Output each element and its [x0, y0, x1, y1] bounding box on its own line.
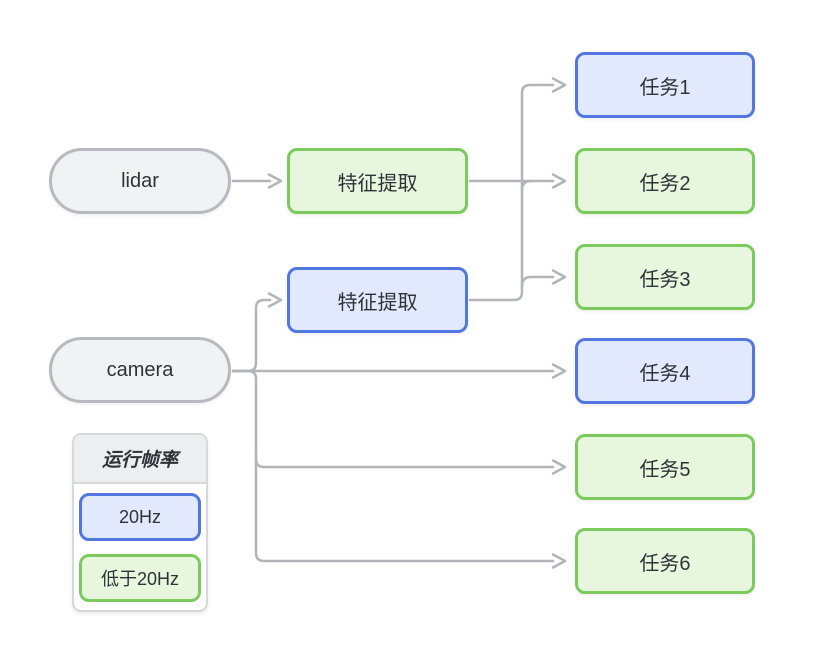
edge-lidar-to-feature — [231, 173, 283, 189]
node-task-4: 任务4 — [575, 338, 755, 404]
edge-trunk-merge-curve — [520, 179, 533, 192]
edge-feature-lidar-to-task2 — [468, 173, 567, 189]
node-task-6: 任务6 — [575, 528, 755, 594]
node-task-1: 任务1 — [575, 52, 755, 118]
edge-camera-to-task5 — [231, 369, 567, 475]
legend-body: 20Hz 低于20Hz — [74, 484, 206, 610]
node-camera: camera — [49, 337, 231, 403]
edge-trunk-to-task3 — [520, 269, 567, 288]
edge-camera-to-task4 — [231, 363, 567, 379]
edge-camera-to-task6 — [254, 448, 567, 569]
legend: 运行帧率 20Hz 低于20Hz — [72, 433, 208, 612]
node-task-3: 任务3 — [575, 244, 755, 310]
node-feature-extraction-lidar: 特征提取 — [287, 148, 468, 214]
node-task-2: 任务2 — [575, 148, 755, 214]
legend-item-below-20hz: 低于20Hz — [79, 554, 201, 602]
edge-feature-camera-to-task1 — [468, 77, 567, 302]
node-lidar: lidar — [49, 148, 231, 214]
legend-item-20hz: 20Hz — [79, 493, 201, 541]
legend-title: 运行帧率 — [74, 435, 206, 484]
edge-camera-to-feature — [231, 292, 283, 373]
node-task-5: 任务5 — [575, 434, 755, 500]
node-feature-extraction-camera: 特征提取 — [287, 267, 468, 333]
